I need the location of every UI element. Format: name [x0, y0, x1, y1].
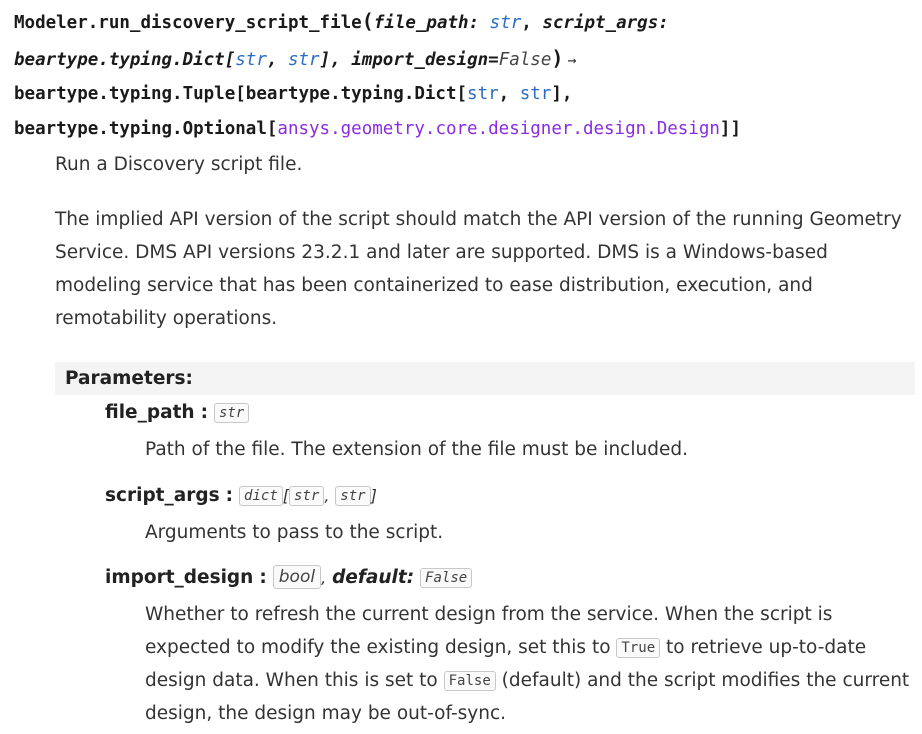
param-import-design-name: import_design=: [351, 49, 499, 70]
type-badge: str: [214, 403, 250, 423]
type-badge: dict: [239, 486, 283, 506]
type-badge: str: [335, 486, 371, 506]
close-paren: ): [551, 45, 564, 70]
param-script-args-description: Arguments to pass to the script.: [145, 522, 444, 543]
param-file-path: file_path:str: [105, 398, 250, 428]
param-script-args: script_args:dict[str, str]: [105, 485, 377, 506]
detail-text: The implied API version of the script sh…: [55, 209, 902, 329]
return-arrow-icon: →: [567, 50, 577, 69]
signature-line-3: beartype.typing.Tuple[beartype.typing.Di…: [14, 84, 573, 104]
param-name: import_design: [105, 567, 254, 588]
param-name: file_path: [105, 402, 195, 423]
script-args-key-type: str: [235, 49, 267, 70]
signature-line-1: Modeler.run_discovery_script_file(file_p…: [14, 9, 669, 33]
parameters-header: Parameters:: [55, 362, 915, 395]
return-value-type: str: [519, 84, 552, 104]
return-type-prefix: beartype.typing.Tuple[beartype.typing.Di…: [14, 84, 468, 104]
default-value-badge: False: [420, 568, 473, 588]
design-type-link[interactable]: ansys.geometry.core.designer.design.Desi…: [277, 118, 720, 139]
signature-line-2: beartype.typing.Dict[str, str], import_d…: [14, 41, 914, 78]
param-file-path-description: Path of the file. The extension of the f…: [145, 439, 688, 460]
script-args-type-prefix: beartype.typing.Dict[: [14, 49, 236, 70]
code-true: True: [616, 638, 661, 658]
signature-line-4: beartype.typing.Optional[ansys.geometry.…: [14, 118, 741, 139]
script-args-value-type: str: [287, 49, 320, 70]
function-signature: Modeler.run_discovery_script_file(file_p…: [14, 4, 914, 146]
class-prefix: Modeler.: [14, 13, 99, 33]
param-file-path-name: file_path:: [373, 13, 480, 33]
open-paren: (: [361, 9, 374, 33]
param-file-path-type: str: [489, 13, 522, 33]
type-badge: bool: [272, 565, 322, 589]
param-import-design-default: False: [498, 49, 552, 70]
code-false: False: [443, 671, 496, 691]
param-import-design-description: Whether to refresh the current design fr…: [145, 604, 910, 724]
default-label: default:: [332, 567, 415, 588]
param-name: script_args: [105, 485, 220, 506]
type-badge: str: [289, 486, 325, 506]
summary-text: Run a Discovery script file.: [55, 154, 303, 175]
method-name: run_discovery_script_file: [98, 13, 362, 33]
return-key-type: str: [467, 84, 499, 104]
param-script-args-name: script_args:: [542, 13, 669, 33]
param-import-design: import_design:bool, default: False: [105, 563, 473, 593]
return-optional-prefix: beartype.typing.Optional[: [14, 118, 278, 139]
